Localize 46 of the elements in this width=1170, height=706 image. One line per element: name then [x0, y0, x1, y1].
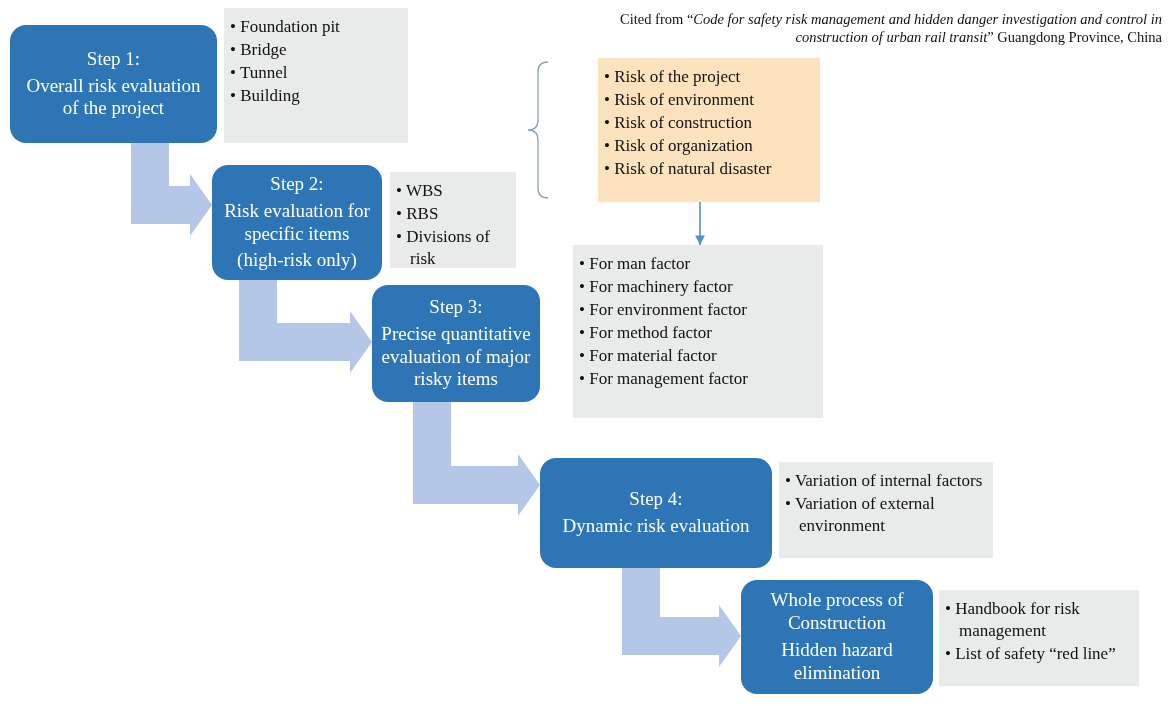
- step-text: Precise quantitative evaluation of major risky items: [380, 322, 532, 392]
- list-item: • For environment factor: [579, 299, 748, 322]
- step-text: Whole process of Construction: [769, 589, 905, 635]
- list-item: • For material factor: [579, 345, 718, 368]
- list-item: • Variation of internal factors: [785, 470, 984, 492]
- list-item: • Foundation pit: [230, 16, 341, 38]
- list-item: • List of safety “red line”: [945, 643, 1117, 666]
- elbow-arrow: [413, 402, 540, 516]
- list-item: • Risk of environment: [604, 89, 755, 112]
- process-box: [212, 165, 382, 280]
- step-text: Step 3:: [429, 295, 483, 319]
- list-item: • Risk of natural disaster: [604, 158, 773, 181]
- list-item: • For machinery factor: [579, 276, 734, 299]
- process-box: [540, 458, 772, 568]
- list-item: • For method factor: [579, 322, 713, 345]
- step-text: Dynamic risk evaluation: [562, 515, 750, 538]
- bullet-list-box: [598, 58, 820, 202]
- list-item: • Risk of construction: [604, 112, 754, 135]
- list-item: • RBS: [396, 203, 440, 226]
- list-item: • Tunnel: [230, 62, 289, 85]
- step-text: Risk evaluation for specific items: [223, 199, 371, 246]
- list-item: • For management factor: [579, 368, 749, 391]
- elbow-arrow: [239, 280, 372, 373]
- step-text: Step 4:: [629, 488, 683, 511]
- arrow: [695, 201, 705, 246]
- bullet-list-box: [573, 245, 823, 418]
- process-box: [741, 580, 933, 694]
- elbow-arrow: [131, 143, 212, 236]
- list-item: • Bridge: [230, 39, 288, 62]
- step-text: Step 1:: [86, 47, 141, 71]
- elbow-arrow: [622, 568, 741, 667]
- list-item: • Risk of the project: [604, 66, 742, 88]
- step-text: Step 2:: [270, 172, 324, 196]
- list-item: • WBS: [396, 180, 444, 202]
- step-text: (high-risk only): [237, 249, 357, 273]
- list-item: • Risk of organization: [604, 135, 754, 158]
- list-item: • For man factor: [579, 253, 692, 275]
- list-item: • Building: [230, 85, 301, 108]
- step-text: Hidden hazard elimination: [780, 639, 894, 685]
- list-item: • Variation of external environment: [785, 493, 936, 538]
- step-text: Overall risk evaluation of the project: [25, 74, 202, 121]
- citation-note: Cited from “Code for safety risk management and hidden danger investigation and control in construction of urban rail transit” Guangdong Province, China: [619, 10, 1162, 47]
- process-box: [372, 285, 540, 402]
- list-item: • Divisions of risk: [396, 226, 491, 271]
- process-box: [10, 25, 217, 143]
- list-item: • Handbook for risk management: [945, 598, 1081, 643]
